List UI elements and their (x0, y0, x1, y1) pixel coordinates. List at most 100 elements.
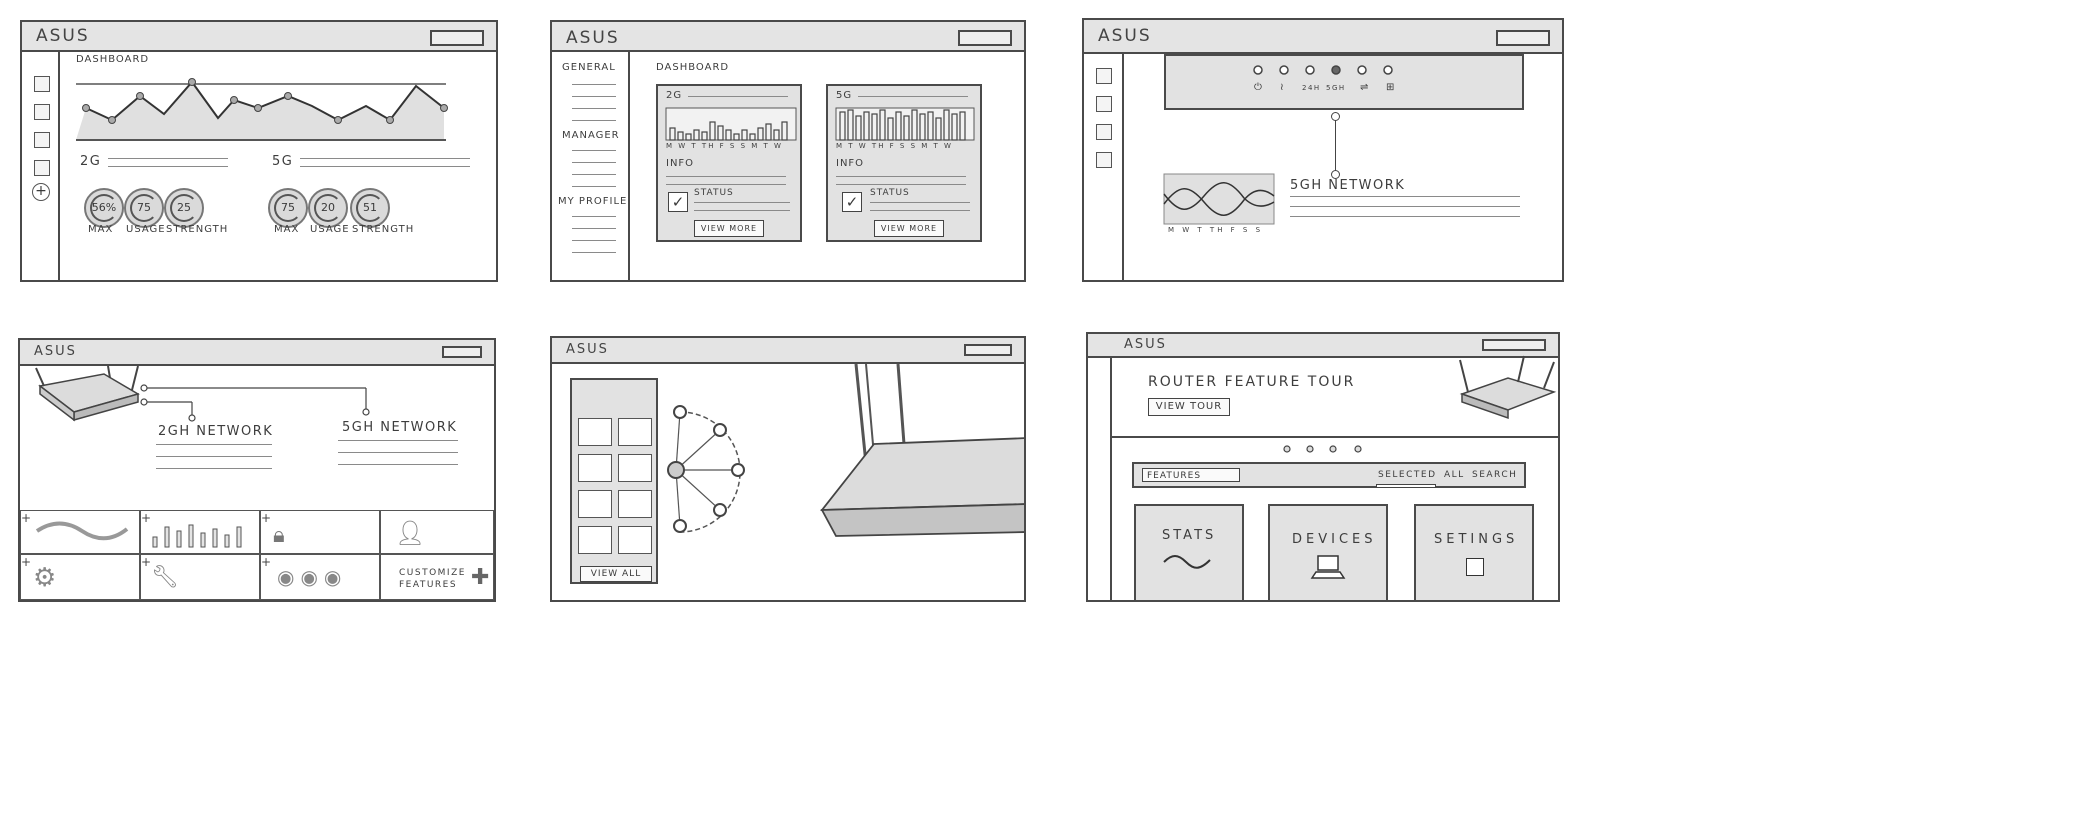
top-bar: ASUS (552, 22, 1024, 52)
brand-logo: ASUS (36, 26, 90, 46)
chart-days: M W T TH F S S (1168, 226, 1264, 234)
view-tour-button[interactable]: VIEW TOUR (1148, 398, 1230, 416)
card-title: SETINGS (1434, 532, 1519, 547)
sidebar-item-2[interactable] (1096, 96, 1112, 112)
feature-tile-users[interactable]: + ◉◉◉ (260, 554, 380, 600)
card-settings[interactable]: SETINGS (1414, 504, 1534, 600)
sidebar: + (22, 52, 60, 280)
sidebar-item-4[interactable] (1096, 152, 1112, 168)
top-bar: ASUS (1088, 334, 1558, 358)
feature-tile-user[interactable]: 👤︎ (380, 510, 494, 554)
feature-tile-wave[interactable]: + (20, 510, 140, 554)
view-more-button[interactable]: VIEW MORE (694, 220, 764, 237)
settings-icon (1466, 558, 1484, 576)
window-button[interactable] (964, 344, 1012, 356)
nav-general[interactable]: GENERAL (562, 62, 616, 73)
sidebar-item-2[interactable] (34, 104, 50, 120)
gauge-2g-strength: 25 (164, 188, 204, 228)
sidebar-item-1[interactable] (34, 76, 50, 92)
gauge-label: MAX (274, 224, 300, 235)
user-icon: 👤︎ (395, 519, 426, 547)
usage-line-chart (76, 78, 448, 141)
features-filter-bar: FEATURES SELECTED ALL SEARCH (1132, 462, 1526, 488)
feature-tile-lock[interactable]: + 🔒︎ (260, 510, 380, 554)
wave-icon (1163, 555, 1211, 569)
window-button[interactable] (958, 30, 1012, 46)
bar-chart-5g (835, 107, 975, 141)
gauge-2g-max: 56% (84, 188, 124, 228)
card-5g: 5G M T W TH F S S M T W INFO ✓ STATUS VI… (826, 84, 982, 242)
gear-icon: ⚙ (33, 563, 57, 593)
top-bar: ASUS (1084, 20, 1562, 54)
panel-network-features: ASUS 2GH NETWORK 5GH NETWORK + + + 🔒︎ 👤︎ (18, 338, 496, 602)
status-checkbox[interactable]: ✓ (668, 192, 688, 212)
window-button[interactable] (1482, 339, 1546, 351)
carousel-dots[interactable] (1282, 444, 1372, 454)
filter-selected[interactable]: SELECTED (1378, 470, 1437, 480)
chart-days: M T W TH F S S M T W (836, 142, 953, 150)
window-button[interactable] (442, 346, 482, 358)
window-button[interactable] (1496, 30, 1550, 46)
nav-manager[interactable]: MANAGER (562, 130, 620, 141)
filter-all[interactable]: ALL (1444, 470, 1465, 480)
brand-logo: ASUS (566, 28, 620, 48)
view-all-button[interactable]: VIEW ALL (580, 566, 652, 582)
card-title: 2G (666, 90, 683, 101)
filter-search[interactable]: SEARCH (1472, 470, 1518, 480)
router-illustration (1459, 355, 1557, 420)
band-2g-label: 2G (80, 154, 102, 169)
panel-router-ports: ASUS ⏻ ≀ 24H 5GH ⇌ ⊞ M W T TH F S S 5GH … (1082, 18, 1564, 282)
users-icon: ◉◉◉ (277, 565, 348, 589)
status-label: STATUS (694, 188, 734, 198)
sidebar-item-1[interactable] (1096, 68, 1112, 84)
page-title: DASHBOARD (656, 62, 730, 73)
nav-my-profile[interactable]: MY PROFILE (558, 196, 628, 207)
add-icon[interactable]: + (32, 183, 50, 201)
panel-dashboard-cards: ASUS GENERAL MANAGER MY PROFILE DASHBOAR… (550, 20, 1026, 282)
gauge-label: USAGE (126, 224, 166, 235)
info-label: INFO (836, 158, 865, 169)
card-stats[interactable]: STATS (1134, 504, 1244, 600)
brand-logo: ASUS (1124, 337, 1167, 352)
customize-features-tile[interactable]: CUSTOMIZE FEATURES ✚ (380, 554, 494, 600)
page-title: DASHBOARD (76, 54, 150, 65)
window-button[interactable] (430, 30, 484, 46)
gauge-label: MAX (88, 224, 114, 235)
gauge-2g-usage: 75 (124, 188, 164, 228)
features-tab[interactable]: FEATURES (1142, 468, 1240, 482)
sidebar-nav: GENERAL MANAGER MY PROFILE (552, 52, 630, 280)
sidebar (1084, 54, 1124, 280)
bar-chart-2g (665, 107, 797, 141)
gauge-label: USAGE (310, 224, 350, 235)
card-title: DEVICES (1292, 532, 1377, 547)
feature-tile-bars[interactable]: + (140, 510, 260, 554)
port-label-24h: 24H (1302, 84, 1321, 92)
device-grid-panel: VIEW ALL (570, 378, 658, 584)
card-title: STATS (1162, 528, 1217, 543)
view-more-button[interactable]: VIEW MORE (874, 220, 944, 237)
laptop-icon (1310, 555, 1346, 579)
tour-title: ROUTER FEATURE TOUR (1148, 374, 1356, 390)
panel-device-grid: ASUS VIEW ALL (550, 336, 1026, 602)
brand-logo: ASUS (34, 344, 77, 359)
gauge-5g-max: 75 (268, 188, 308, 228)
network-connectors (140, 384, 370, 422)
band-5g-label: 5G (272, 154, 294, 169)
gauge-5g-usage: 20 (308, 188, 348, 228)
sidebar-item-3[interactable] (1096, 124, 1112, 140)
feature-tile-settings[interactable]: + ⚙ (20, 554, 140, 600)
card-devices[interactable]: DEVICES (1268, 504, 1388, 600)
plus-icon: ✚ (471, 565, 490, 590)
brand-logo: ASUS (1098, 26, 1152, 46)
info-label: INFO (666, 158, 695, 169)
sidebar-item-3[interactable] (34, 132, 50, 148)
feature-tile-tools[interactable]: + 🔧︎ (140, 554, 260, 600)
port-leds (1253, 65, 1393, 75)
panel-feature-tour: ASUS ROUTER FEATURE TOUR VIEW TOUR FEATU… (1086, 332, 1560, 602)
sidebar-item-4[interactable] (34, 160, 50, 176)
network-title: 5GH NETWORK (1290, 178, 1406, 193)
router-closeup-illustration (820, 363, 1024, 537)
status-checkbox[interactable]: ✓ (842, 192, 862, 212)
lan-icon: ⊞ (1386, 82, 1395, 93)
gauge-label: STRENGTH (352, 224, 415, 235)
